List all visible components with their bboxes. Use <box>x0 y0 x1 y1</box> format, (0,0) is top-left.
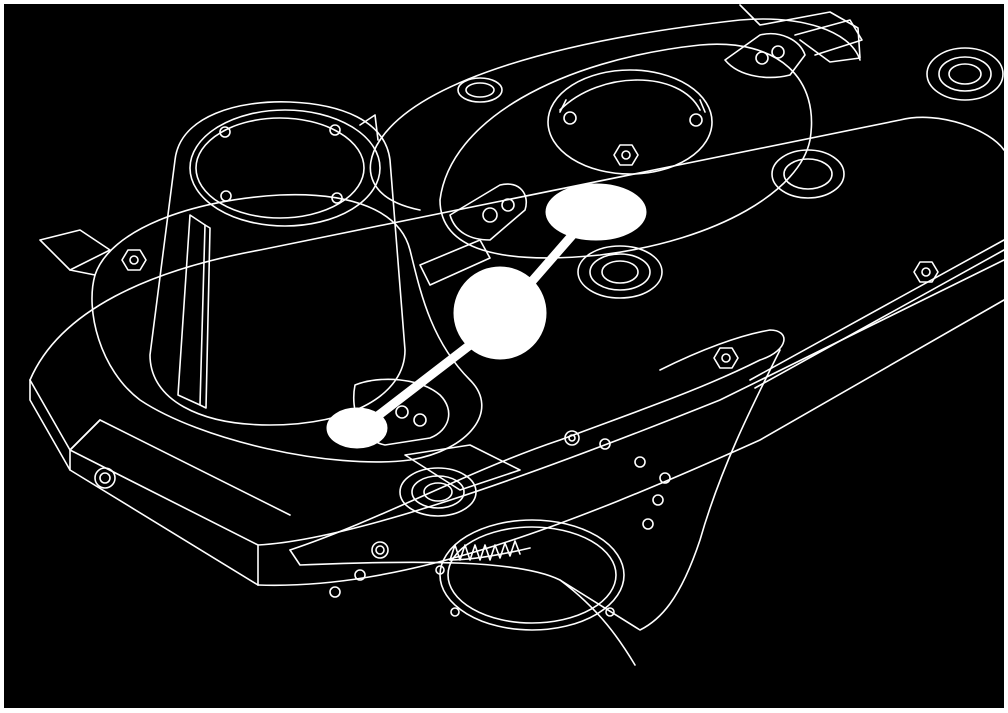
blade-holder <box>419 19 863 286</box>
gear-opening <box>435 519 625 631</box>
cutting-disc-middle <box>439 43 813 259</box>
bearing-ring-icon <box>399 47 1004 517</box>
cutter-bar-body <box>29 116 1005 587</box>
callout-center-dot <box>453 266 547 360</box>
bolt-nut-icon <box>713 261 939 369</box>
callout-top-dot <box>545 183 647 241</box>
skid-plate <box>289 329 785 666</box>
callout-bottom-dot <box>326 407 388 449</box>
callout-connector-lower <box>370 340 475 423</box>
gear-teeth-icon <box>449 540 531 561</box>
callout-marker-icon <box>326 183 647 449</box>
gearbox-housing-icon <box>149 101 406 426</box>
